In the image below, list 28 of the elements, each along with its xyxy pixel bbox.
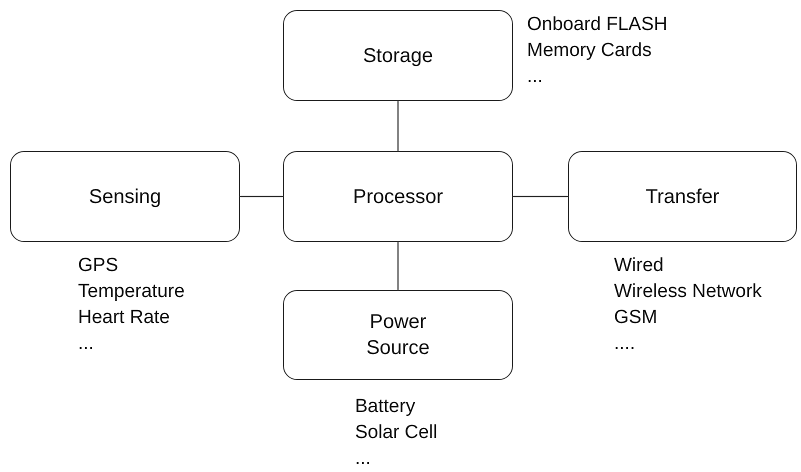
list-item: Solar Cell — [355, 421, 438, 445]
list-item: GPS — [78, 254, 120, 278]
box-label: Processor — [352, 184, 444, 210]
box-label: Storage — [362, 44, 434, 68]
list-item: .... — [614, 332, 636, 356]
connector-line — [513, 196, 568, 198]
list-item: Wired — [614, 254, 665, 278]
connector-line — [240, 196, 283, 198]
box-label: Power Source — [365, 310, 431, 361]
box-label: Sensing — [88, 184, 162, 210]
process-box — [568, 151, 797, 242]
list-item: ... — [355, 447, 372, 471]
process-box — [10, 151, 240, 242]
list-item: Onboard FLASH — [527, 13, 668, 37]
process-box — [283, 10, 513, 101]
list-item: Temperature — [78, 280, 185, 304]
connector-line — [397, 242, 399, 290]
list-item: Wireless Network — [614, 280, 762, 304]
process-box — [283, 290, 513, 380]
list-item: Battery — [355, 395, 416, 419]
list-item: ... — [78, 332, 95, 356]
list-item: GSM — [614, 306, 658, 330]
box-label: Transfer — [644, 184, 720, 210]
list-item: Heart Rate — [78, 306, 171, 330]
connector-line — [397, 101, 399, 151]
list-item: ... — [527, 65, 544, 89]
process-box — [283, 151, 513, 242]
list-item: Memory Cards — [527, 39, 653, 63]
